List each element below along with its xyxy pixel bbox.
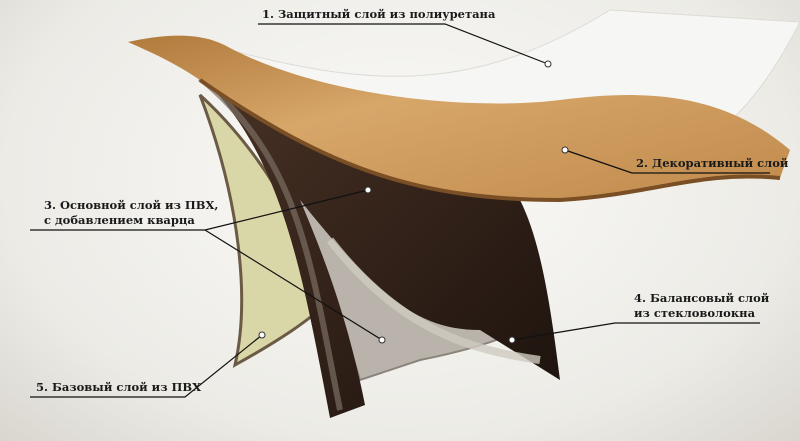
label-layer-4-line2: из стекловолокна — [634, 306, 756, 320]
label-layer-3-line1: 3. Основной слой из ПВХ, — [44, 198, 219, 212]
label-layer-2: 2. Декоративный слой — [636, 156, 789, 170]
decorative-wood-layer — [128, 35, 790, 200]
label-layer-1: 1. Защитный слой из полиуретана — [262, 7, 496, 21]
leader-lines — [30, 23, 770, 398]
label-layer-4-line1: 4. Балансовый слой — [634, 291, 770, 305]
leader-dots — [258, 60, 569, 344]
label-layer-5: 5. Базовый слой из ПВХ — [36, 380, 202, 394]
core-pvc-layer — [195, 70, 560, 418]
label-layer-3-line2: с добавлением кварца — [44, 213, 195, 227]
